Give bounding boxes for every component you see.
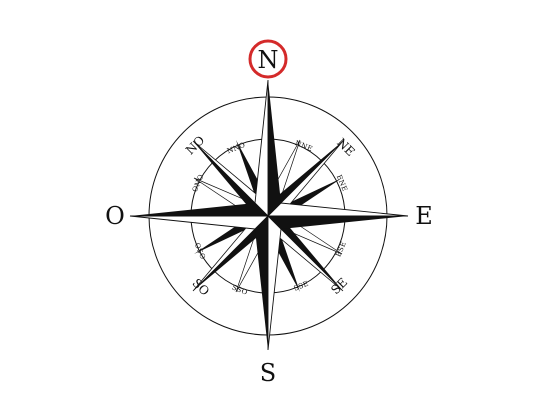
point-e-dark <box>268 216 408 229</box>
label-nno: NNO <box>226 141 247 155</box>
point-n-light <box>254 79 269 218</box>
label-oso: OSO <box>193 242 207 261</box>
label-southwest: SO <box>189 276 212 299</box>
cardinal-points <box>129 79 409 351</box>
point-o-light <box>129 215 270 230</box>
point-s-light <box>267 214 282 351</box>
label-east: E <box>415 202 433 230</box>
point-n-dark <box>268 80 281 216</box>
label-north: N <box>258 46 279 74</box>
label-ese: ESE <box>334 240 348 258</box>
label-sso: SSO <box>231 283 249 296</box>
label-ene: ENE <box>335 174 349 193</box>
point-o-dark <box>130 203 268 216</box>
north-highlight-circle <box>248 39 288 79</box>
label-nne: NNE <box>294 139 314 153</box>
point-s-dark <box>255 216 268 350</box>
label-northeast: NE <box>334 135 358 159</box>
label-west: O <box>105 202 125 230</box>
label-south: S <box>260 359 276 387</box>
